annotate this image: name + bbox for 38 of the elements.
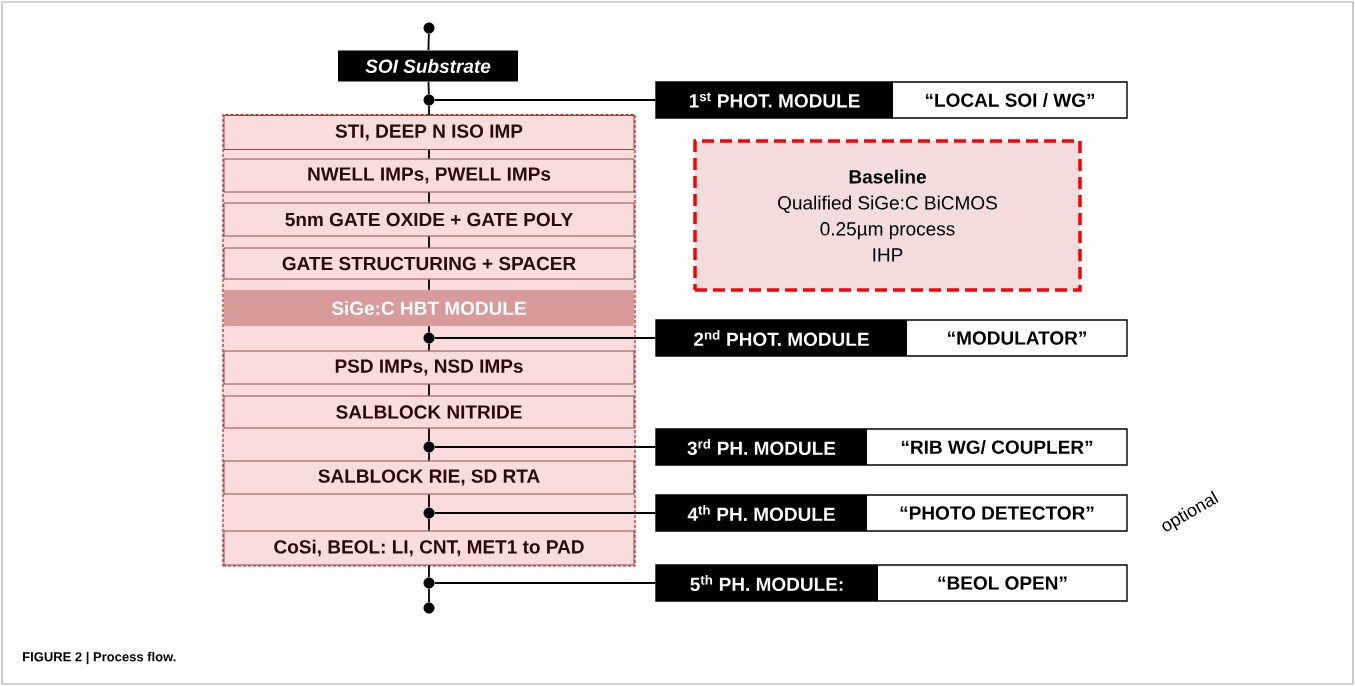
connector-line	[433, 512, 657, 514]
connector-line	[428, 342, 430, 352]
connector-line	[428, 104, 430, 116]
module-box: 2$^{nd}$ PHOT. MODULE “MODULATOR”	[655, 319, 1128, 357]
connector-line	[427, 32, 430, 52]
connector-line	[428, 149, 430, 160]
connector-line	[428, 235, 430, 249]
figure-caption: FIGURE 2 | Process flow.	[23, 651, 176, 665]
connector-line	[427, 80, 430, 96]
module-box: 3$^{rd}$ PH. MODULE “RIB WG/ COUPLER”	[655, 428, 1128, 466]
connector-line	[428, 451, 430, 462]
process-step: CoSi, BEOL: LI, CNT, MET1 to PAD	[223, 530, 635, 566]
substrate-box: SOI Substrate	[338, 50, 518, 82]
module-box: 1$^{st}$ PHOT. MODULE “LOCAL SOI / WG”	[655, 81, 1128, 119]
process-step: SiGe:C HBT MODULE	[224, 290, 634, 326]
process-step: GATE STRUCTURING + SPACER	[223, 247, 635, 280]
module-box: 4$^{th}$ PH. MODULE “PHOTO DETECTOR”	[655, 494, 1128, 532]
connector-line	[428, 191, 430, 204]
process-step: 5nm GATE OXIDE + GATE POLY	[223, 202, 635, 237]
connector-line	[428, 587, 430, 604]
process-step: SALBLOCK RIE, SD RTA	[223, 460, 635, 495]
connector-line	[428, 517, 430, 532]
connector-line	[428, 427, 430, 443]
process-step: STI, DEEP N ISO IMP	[223, 115, 635, 150]
connector-line	[433, 337, 657, 339]
module-box: 5$^{th}$ PH. MODULE: “BEOL OPEN”	[655, 564, 1128, 602]
process-step: PSD IMPs, NSD IMPs	[223, 350, 635, 385]
connector-line	[433, 446, 657, 448]
connector-line	[428, 278, 430, 291]
baseline-box: Baseline Qualified SiGe:C BiCMOS 0.25µm process IHP	[693, 139, 1082, 292]
connector-line	[433, 582, 657, 584]
connector-line	[433, 99, 657, 101]
connector-line	[428, 325, 430, 334]
connector-line	[428, 564, 430, 579]
connector-line	[428, 383, 430, 397]
connector-line	[428, 493, 430, 509]
process-step: NWELL IMPs, PWELL IMPs	[223, 158, 635, 193]
process-step: SALBLOCK NITRIDE	[223, 395, 635, 429]
